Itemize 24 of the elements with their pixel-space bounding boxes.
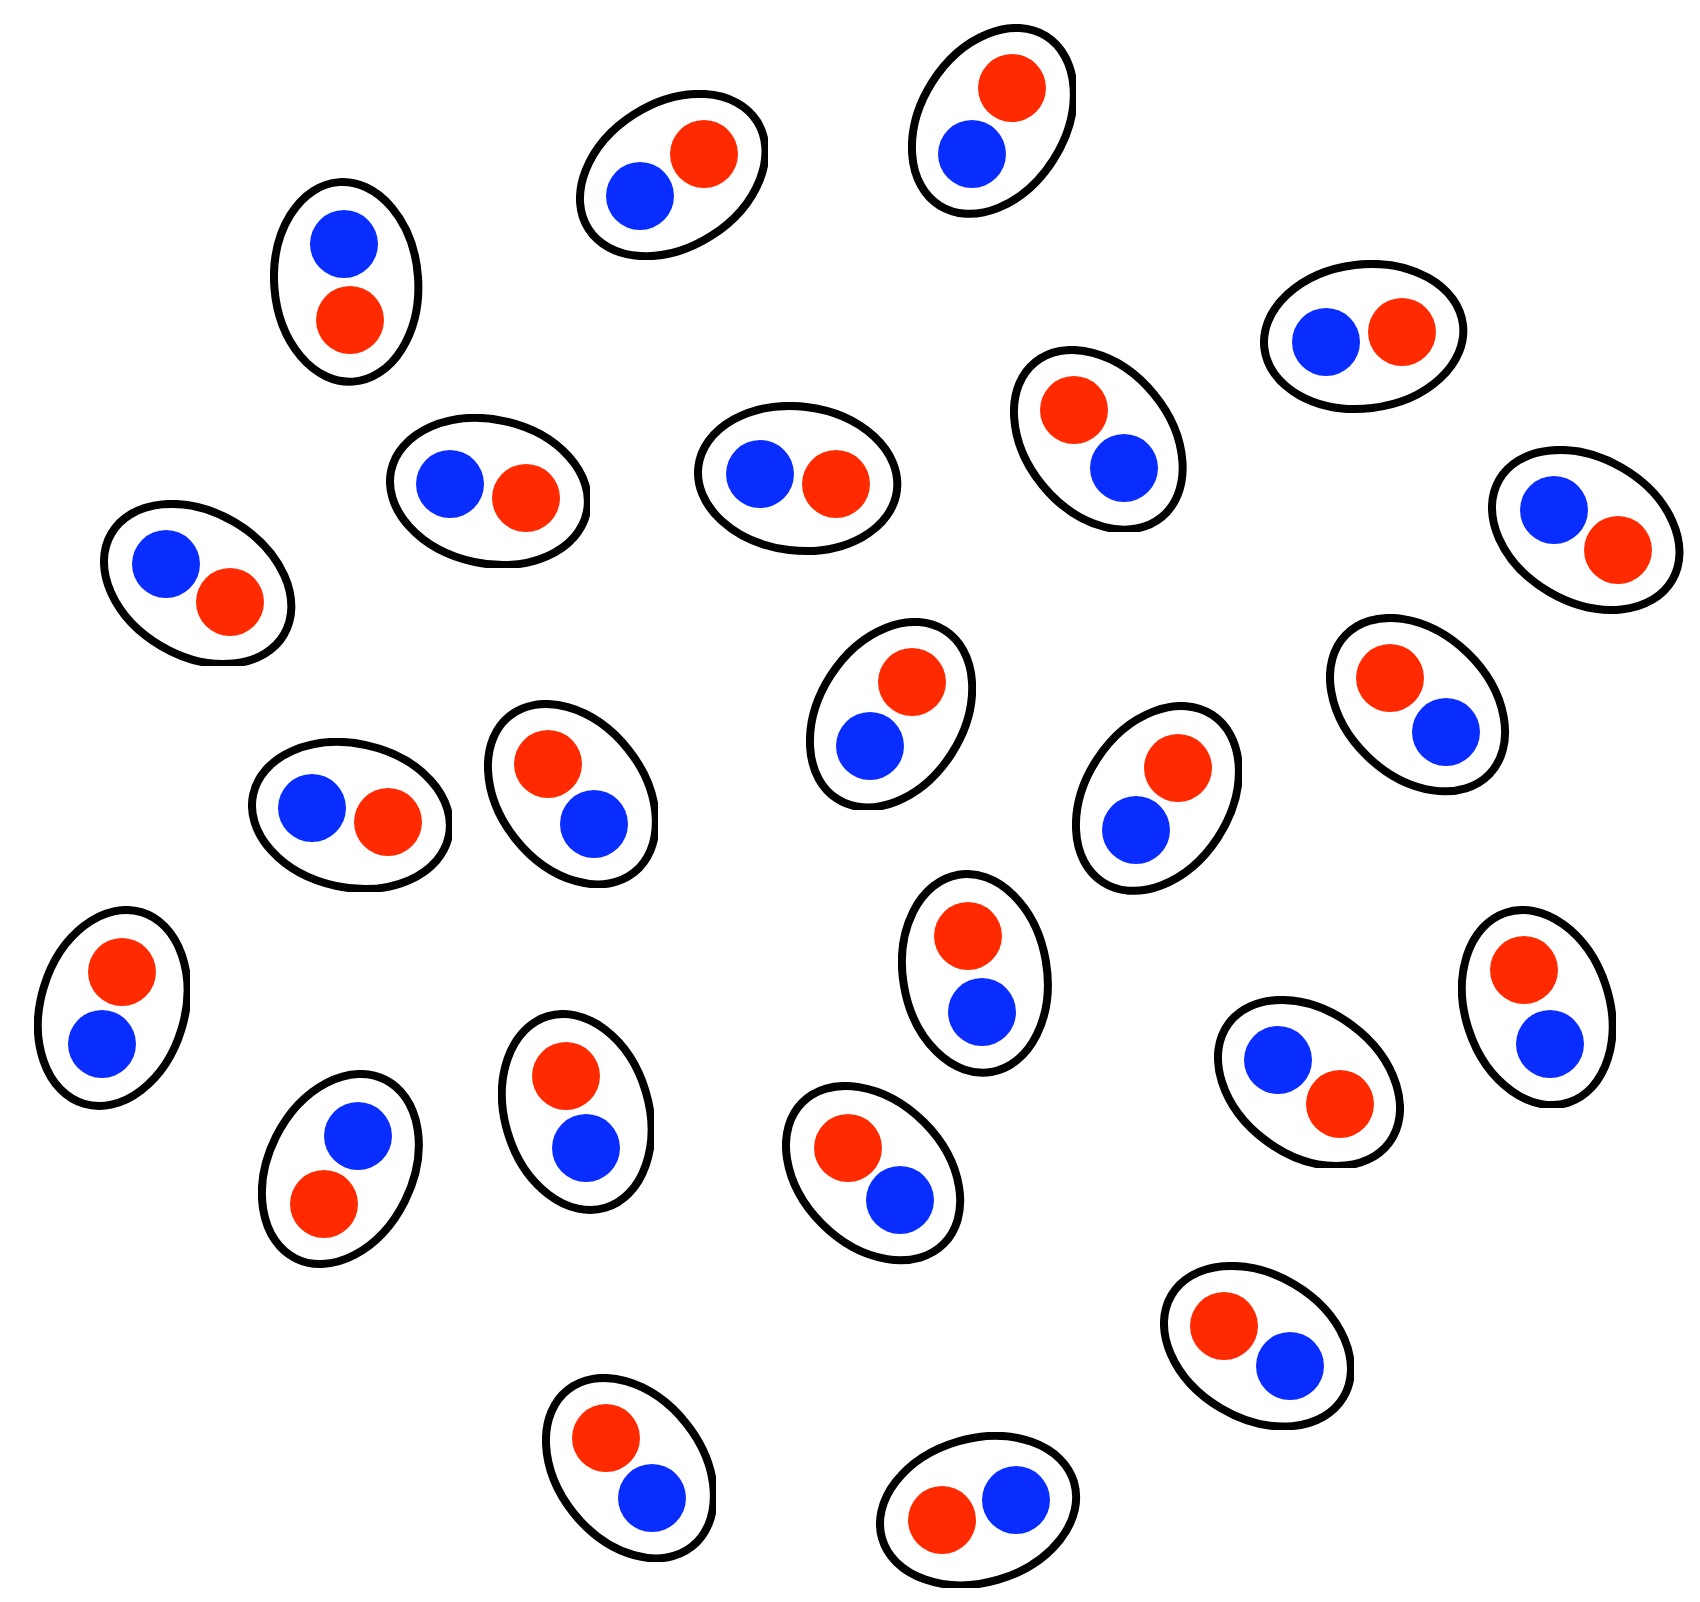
pair-outline: [575, 89, 769, 261]
pair-outline: [898, 870, 1052, 1078]
pair-outline: [258, 1070, 424, 1269]
pair-outline: [1326, 614, 1510, 796]
pair-outline: [694, 402, 902, 556]
pair-outline: [907, 24, 1077, 218]
pair-outline: [483, 699, 659, 889]
pair-outline: [876, 1431, 1082, 1589]
pair-outline: [1488, 446, 1684, 614]
pair-outline: [1214, 995, 1404, 1169]
pair-outline: [497, 1010, 655, 1214]
pair-outline: [385, 413, 591, 569]
pair-outline: [1457, 905, 1617, 1109]
pair-outline: [100, 499, 296, 667]
pair-outline: [805, 617, 977, 811]
pair-outline: [1159, 1261, 1355, 1431]
pair-outline: [1010, 345, 1188, 533]
pair-outline: [33, 906, 191, 1110]
pair-outline: [1260, 260, 1468, 414]
pair-outline: [541, 1373, 717, 1563]
pair-outline: [247, 737, 453, 893]
pair-outline: [782, 1082, 966, 1266]
pair-outline: [1071, 702, 1243, 896]
pair-outline: [270, 178, 424, 386]
